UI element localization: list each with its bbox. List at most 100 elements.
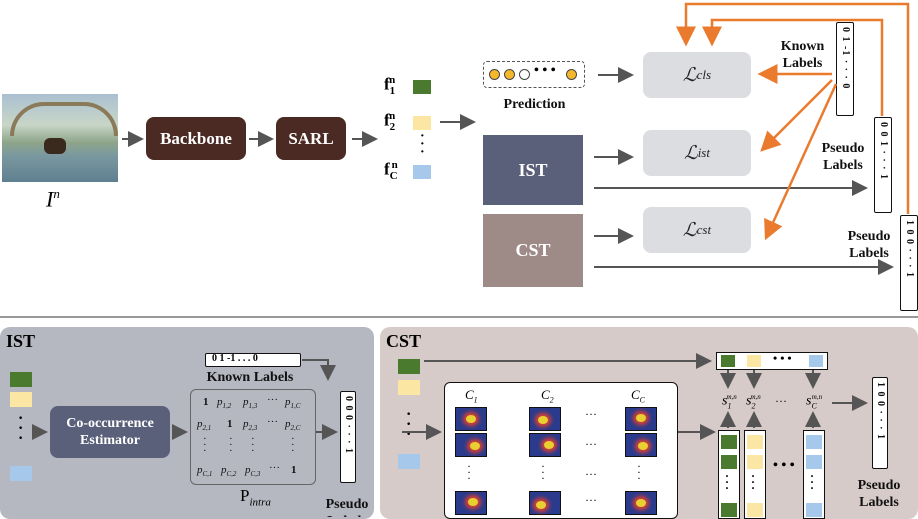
matrix-cell: p2,1 [197,418,212,433]
cst-pseudo-labels: Pseudo Labels [857,478,901,510]
matrix-cell: p1,C [285,396,301,411]
proto-dots: ··· [751,469,756,495]
s2-label: s2m,n [746,393,761,411]
grid-vdots: ··· [637,459,641,485]
grid-vdots: ··· [541,459,545,485]
col-header: C2 [541,387,554,405]
ist-yellow-swatch [10,392,32,407]
proto-cell [721,455,737,469]
matrix-cell: p1,3 [243,396,258,411]
proto-dots: ··· [810,469,815,495]
col-header: CC [631,387,646,405]
cst-blue-swatch [398,454,420,469]
matrix-cell: ··· [267,394,278,406]
proto-column-yellow: ··· [744,430,766,519]
s1-label: s1m,n [722,393,737,411]
ist-known-vector: 0 1 -1 . . . 0 [205,353,301,367]
cst-green-swatch [398,359,420,374]
class-image [529,407,561,431]
strip-blue [809,355,823,367]
matrix-vdots: ··· [291,433,295,457]
top-connectors [0,2,918,318]
class-image [455,407,487,431]
class-image [529,491,561,515]
known-labels-label: Known Labels [780,39,825,71]
proto-cell [747,435,763,449]
ist-connectors [32,359,338,440]
ist-feature-dots: ··· [18,410,24,447]
cst-feature-strip: • • • [716,351,828,370]
proto-cell [721,503,737,517]
col-header: C1 [465,387,478,405]
class-image [625,433,657,457]
input-image-label: In [46,186,60,212]
grid-dots: ··· [585,467,597,481]
p-intra-label: Pintra [240,486,271,509]
prediction-label: Prediction [503,97,566,112]
class-image-grid: C1 C2 CC ··· ··· ··· ··· ··· ··· ··· [444,382,678,519]
input-image [2,94,118,182]
cst-yellow-swatch [398,380,420,395]
pseudo-labels-label-2: Pseudo Labels [847,229,891,261]
ist-pseudo-vector: 0 0 0 · · · 1 [340,391,356,483]
strip-yellow [747,355,761,367]
ist-box: IST [483,135,583,205]
feature-fc: fCn [384,159,398,183]
ist-panel-title: IST [6,331,36,351]
matrix-cell: pC,2 [221,464,237,479]
pred-dot [504,69,515,80]
proto-cell [806,503,822,517]
grid-dots: ··· [585,407,597,421]
matrix-vdots: ··· [203,433,207,457]
class-image [625,491,657,515]
pred-dot [489,69,500,80]
ist-green-swatch [10,372,32,387]
cooccurrence-estimator: Co-occurrence Estimator [50,406,170,458]
feature-fc-swatch [413,165,431,179]
class-image [625,407,657,431]
prediction-box: • • • [483,61,585,88]
matrix-cell: ··· [267,416,278,428]
strip-dots: • • • [773,351,792,365]
matrix-cell: ··· [269,462,280,474]
matrix-cell: 1 [203,396,209,408]
matrix-cell: p2,3 [243,418,258,433]
pred-dot [519,69,530,80]
proto-cell [806,435,822,449]
p-intra-matrix: 1 p1,2 p1,3 ··· p1,C p2,1 1 p2,3 ··· p2,… [190,389,316,485]
proto-cell [747,455,763,469]
orange-known-ist [760,79,833,152]
pred-dot [566,69,577,80]
matrix-cell: 1 [227,418,233,430]
proto-column-blue: ··· [803,430,825,519]
known-labels-vector: 0 1 -1 · · · 0 [836,22,854,116]
grid-dots: ··· [585,493,597,507]
pseudo-labels-label-1: Pseudo Labels [821,141,865,173]
class-image [529,433,561,457]
cst-pseudo-vector: 1 0 0 · · · 1 [872,377,888,469]
proto-column-green: ··· [718,430,740,519]
backbone-box: Backbone [146,117,246,160]
cst-box: CST [483,214,583,287]
orange-loop-outer [676,2,910,214]
ist-pseudo-labels: Pseudo Labels [325,497,369,517]
horse-shape [44,138,66,154]
ist-blue-swatch [10,466,32,481]
matrix-cell: pC,3 [245,464,261,479]
feature-dots: ··· [420,129,425,160]
matrix-cell: p2,C [285,418,301,433]
matrix-vdots: ··· [229,433,233,457]
class-image [455,433,487,457]
pseudo-labels-vector-1: 0 0 1 · · · 1 [874,117,892,213]
orange-known-cst [764,83,838,241]
proto-cell [806,455,822,469]
grid-dots: ··· [585,437,597,451]
grid-vdots: ··· [467,459,471,485]
sarl-box: SARL [276,117,346,160]
orange-loop-inner [702,18,884,116]
s-dots: ··· [775,394,787,408]
sc-label: sCm,n [806,393,823,411]
